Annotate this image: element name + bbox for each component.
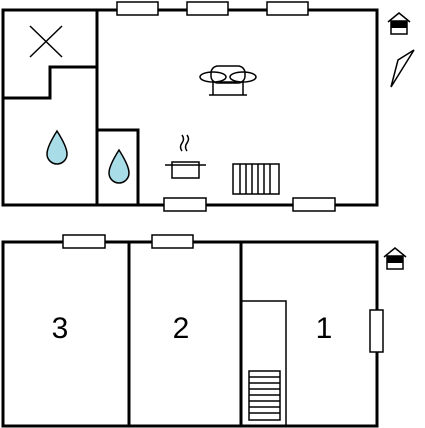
cooking-pot-icon xyxy=(165,134,206,179)
upper-window-bottom-1 xyxy=(163,197,207,212)
house-floor-icon xyxy=(383,247,407,270)
lower-window-top-2 xyxy=(151,234,194,249)
north-arrow-icon xyxy=(390,49,415,88)
bathroom-right-wall xyxy=(95,10,140,205)
upper-window-top-3 xyxy=(266,1,309,16)
house-floor-icon xyxy=(387,12,411,35)
upper-window-top-2 xyxy=(186,1,229,16)
upper-window-bottom-2 xyxy=(292,197,336,212)
room-number-1: 1 xyxy=(316,312,333,345)
room-number-3: 3 xyxy=(52,312,69,345)
lower-window-right xyxy=(369,309,384,353)
room-number-2: 2 xyxy=(173,312,190,345)
sofa-icon xyxy=(199,65,257,96)
chimney-cross-icon xyxy=(29,25,63,58)
upper-floor xyxy=(1,1,415,212)
stairwell-wall xyxy=(241,300,287,426)
staircase-icon xyxy=(248,370,281,421)
closet-wall xyxy=(3,65,97,100)
upper-floor-outline xyxy=(1,8,379,207)
radiator-icon xyxy=(232,163,280,195)
water-drop-icon xyxy=(46,129,68,165)
water-drop-icon xyxy=(108,148,130,184)
lower-floor: 3 2 1 xyxy=(1,234,407,428)
lower-window-top-1 xyxy=(62,234,106,249)
upper-window-top-1 xyxy=(116,1,159,16)
